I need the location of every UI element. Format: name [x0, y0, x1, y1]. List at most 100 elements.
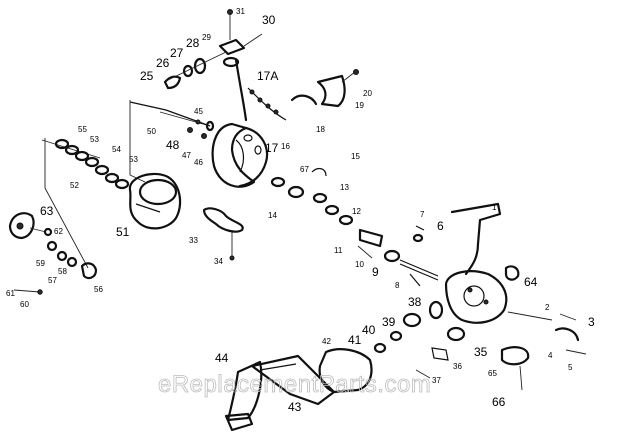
bracket-spool: [44, 138, 89, 269]
washer-67: [270, 176, 286, 188]
screw-37: [415, 369, 431, 379]
screw-3: [559, 313, 577, 321]
label-27: 27: [170, 46, 184, 60]
pin-45: [195, 119, 201, 125]
part-35: [446, 326, 466, 342]
label-41: 41: [348, 333, 362, 347]
washer-52: [94, 164, 110, 176]
reel-foot-1: [450, 202, 502, 276]
label-17: 17: [265, 141, 279, 155]
label-19: 19: [355, 101, 364, 110]
label-51: 51: [116, 225, 130, 239]
label-11: 11: [334, 246, 343, 255]
screw-20: [353, 69, 359, 75]
screw-7: [415, 225, 425, 231]
spool-51: [128, 172, 182, 230]
bracket-rotor: [129, 100, 146, 183]
label-25: 25: [140, 69, 154, 83]
label-53-top: 53: [90, 135, 99, 144]
label-6: 6: [437, 219, 444, 233]
part-40: [389, 330, 403, 342]
label-29: 29: [202, 33, 211, 42]
label-18: 18: [316, 125, 325, 134]
washer-53: [64, 144, 80, 156]
knob-56: [80, 262, 98, 280]
part-59: [46, 240, 58, 252]
screw-5: [565, 349, 587, 355]
label-43: 43: [288, 400, 302, 414]
label-54: 54: [112, 145, 121, 154]
bail-ring-28: [222, 56, 240, 68]
part-12: [338, 214, 354, 226]
label-8: 8: [395, 281, 400, 290]
label-17a: 17A: [257, 69, 278, 83]
label-3: 3: [588, 315, 595, 329]
screw-31-head: [227, 9, 233, 15]
label-47: 47: [182, 151, 191, 160]
label-55: 55: [78, 125, 87, 134]
part-13b: [324, 204, 340, 216]
label-35: 35: [474, 345, 488, 359]
washer-47: [187, 127, 193, 133]
clicker-33: [202, 207, 244, 233]
label-46: 46: [194, 158, 203, 167]
part-57: [66, 256, 78, 268]
label-33: 33: [189, 236, 198, 245]
label-53-bottom: 53: [129, 155, 138, 164]
label-61: 61: [6, 289, 15, 298]
label-66: 66: [492, 395, 506, 409]
bail-part-18: [290, 94, 318, 106]
label-30: 30: [262, 13, 276, 27]
label-59: 59: [36, 259, 45, 268]
handle-arm-43: [250, 354, 336, 406]
part-number-labels: 31 30 29 28 27 26 25 17A 20 19 18 45 17 …: [6, 7, 595, 414]
label-40: 40: [362, 323, 376, 337]
label-26: 26: [156, 56, 170, 70]
part-10: [409, 273, 421, 287]
rotor-assembly: [129, 101, 269, 188]
spring-15: [311, 167, 327, 177]
part-64: [504, 265, 520, 281]
label-14: 14: [268, 211, 277, 220]
spool-assembly: [8, 138, 182, 295]
label-4: 4: [548, 351, 553, 360]
bail-arm-lifter-29: [218, 38, 246, 56]
part-27: [193, 57, 207, 75]
label-63: 63: [40, 204, 54, 218]
screw-66: [519, 365, 523, 391]
washer-54: [74, 150, 90, 162]
part-58: [56, 250, 68, 262]
label-48: 48: [166, 138, 180, 152]
rotor-cup-16: [211, 122, 256, 188]
bail-knob-25: [163, 75, 182, 90]
label-60: 60: [20, 300, 29, 309]
part-26: [182, 64, 194, 78]
cover-4: [554, 327, 580, 342]
shaft-2: [507, 311, 553, 321]
label-65: 65: [488, 369, 497, 378]
label-28: 28: [186, 36, 200, 50]
label-37: 37: [432, 376, 441, 385]
line-roller-19: [316, 74, 346, 108]
label-44: 44: [215, 351, 229, 365]
label-13a: 13: [340, 183, 349, 192]
shaft-50: [129, 101, 211, 127]
part-11: [358, 228, 384, 248]
label-56: 56: [94, 285, 103, 294]
watermark: eReplacementParts.com: [158, 371, 431, 398]
part-6: [412, 233, 424, 243]
part-41: [373, 342, 387, 354]
label-38: 38: [408, 295, 422, 309]
label-64: 64: [524, 275, 538, 289]
label-7: 7: [420, 210, 425, 219]
part-62: [43, 227, 53, 237]
label-62: 62: [54, 227, 63, 236]
body-cover-65: [500, 346, 530, 366]
label-10: 10: [355, 260, 364, 269]
label-16: 16: [281, 142, 290, 151]
label-42: 42: [322, 337, 331, 346]
label-20: 20: [363, 89, 372, 98]
part-38: [428, 300, 444, 320]
